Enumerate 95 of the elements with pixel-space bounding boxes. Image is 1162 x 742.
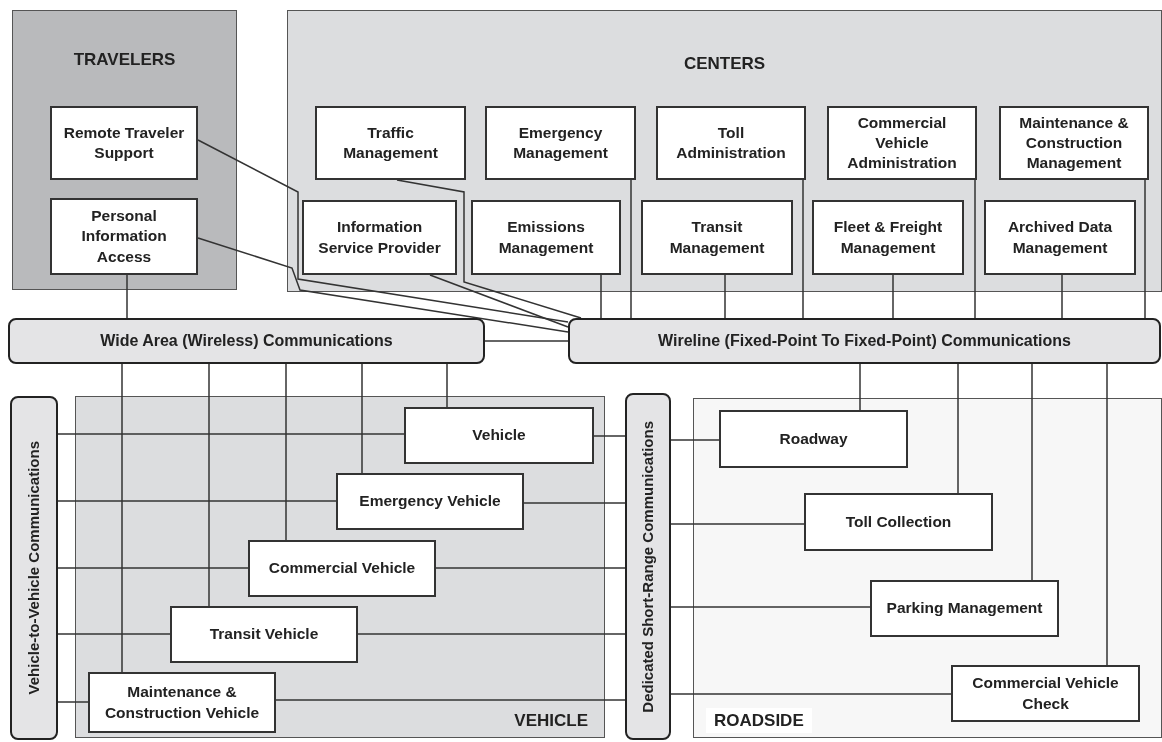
box-label: Traffic Management <box>342 122 439 163</box>
bar-label: Dedicated Short-Range Communications <box>637 420 657 713</box>
group-title: TRAVELERS <box>73 49 176 71</box>
connector-line <box>670 606 871 608</box>
connector-line <box>396 179 582 319</box>
box-label: Toll Collection <box>845 511 952 532</box>
system-box <box>485 106 636 180</box>
connector-line <box>593 435 626 437</box>
connector-line <box>57 633 171 635</box>
connector-line <box>197 237 569 333</box>
communications-bar <box>625 393 671 740</box>
connector-line <box>724 274 726 319</box>
box-label: Information Service Provider <box>317 217 442 258</box>
connector-line <box>446 363 448 408</box>
communications-bar <box>10 396 58 740</box>
system-box <box>656 106 806 180</box>
connector-line <box>892 274 894 319</box>
connector-line <box>670 693 952 695</box>
box-label: Emergency Vehicle <box>359 491 501 512</box>
connector-line <box>57 701 89 703</box>
system-box <box>827 106 977 180</box>
system-box <box>336 473 524 530</box>
connector-line <box>208 363 210 607</box>
connector-line <box>670 439 720 441</box>
system-box <box>471 200 621 275</box>
group-panel <box>12 10 237 290</box>
system-box <box>719 410 908 468</box>
connector-line <box>361 363 363 474</box>
connector-line <box>121 363 123 673</box>
group-panel <box>75 396 605 738</box>
group-title: CENTERS <box>683 53 766 75</box>
bar-label: Wide Area (Wireless) Communications <box>100 331 393 351</box>
box-label: Vehicle <box>472 425 526 446</box>
box-label: Personal Information Access <box>80 206 168 267</box>
connector-line <box>523 502 626 504</box>
connector-line <box>285 363 287 541</box>
system-box <box>812 200 964 275</box>
system-box <box>248 540 436 597</box>
connector-line <box>630 179 632 319</box>
connector-line <box>275 699 626 701</box>
connector-line <box>57 500 337 502</box>
connector-line <box>957 363 959 494</box>
connector-line <box>484 340 569 342</box>
box-label: Fleet & Freight Management <box>832 217 944 258</box>
box-label: Emergency Management <box>512 122 609 163</box>
connector-line <box>1144 179 1146 319</box>
system-box <box>999 106 1149 180</box>
connector-line <box>974 179 976 319</box>
box-label: Emissions Management <box>497 217 595 258</box>
connector-line <box>802 179 804 319</box>
connector-line <box>126 274 128 319</box>
system-box <box>88 672 276 733</box>
connector-line <box>57 567 249 569</box>
communications-bar <box>568 318 1161 364</box>
connector-line <box>357 633 626 635</box>
connector-line <box>429 274 569 328</box>
system-box <box>984 200 1136 275</box>
box-label: Transit Management <box>668 217 766 258</box>
connector-line <box>1031 363 1033 581</box>
connector-line <box>1106 363 1108 666</box>
box-label: Parking Management <box>886 598 1043 619</box>
connector-line <box>435 567 626 569</box>
system-box <box>951 665 1140 722</box>
system-box <box>170 606 358 663</box>
bar-label: Wireline (Fixed-Point To Fixed-Point) Communications <box>658 331 1071 351</box>
connector-line <box>859 363 861 411</box>
group-panel <box>693 398 1162 738</box>
box-label: Archived Data Management <box>1006 217 1114 258</box>
system-box <box>870 580 1059 637</box>
box-label: Commercial Vehicle Check <box>971 673 1120 714</box>
communications-bar <box>8 318 485 364</box>
system-box <box>315 106 466 180</box>
system-box <box>50 106 198 180</box>
system-box <box>404 407 594 464</box>
connector-line <box>1061 274 1063 319</box>
system-box <box>302 200 457 275</box>
box-label: Roadway <box>779 428 848 449</box>
system-box <box>50 198 198 275</box>
connector-line <box>600 274 602 319</box>
box-label: Transit Vehicle <box>209 624 319 645</box>
system-box <box>641 200 793 275</box>
connector-line <box>197 139 569 323</box>
connector-line <box>670 523 805 525</box>
box-label: Toll Administration <box>675 122 787 163</box>
group-panel <box>287 10 1162 292</box>
bar-label: Vehicle-to-Vehicle Communications <box>23 441 43 695</box>
box-label: Maintenance & Construction Vehicle <box>103 682 261 723</box>
box-label: Commercial Vehicle Administration <box>846 112 958 174</box>
group-title: VEHICLE <box>514 709 588 732</box>
box-label: Commercial Vehicle <box>268 558 416 579</box>
box-label: Maintenance & Construction Management <box>1018 112 1130 174</box>
system-box <box>804 493 993 551</box>
group-title: ROADSIDE <box>706 707 812 733</box>
box-label: Remote Traveler Support <box>62 122 186 163</box>
connector-line <box>57 433 405 435</box>
